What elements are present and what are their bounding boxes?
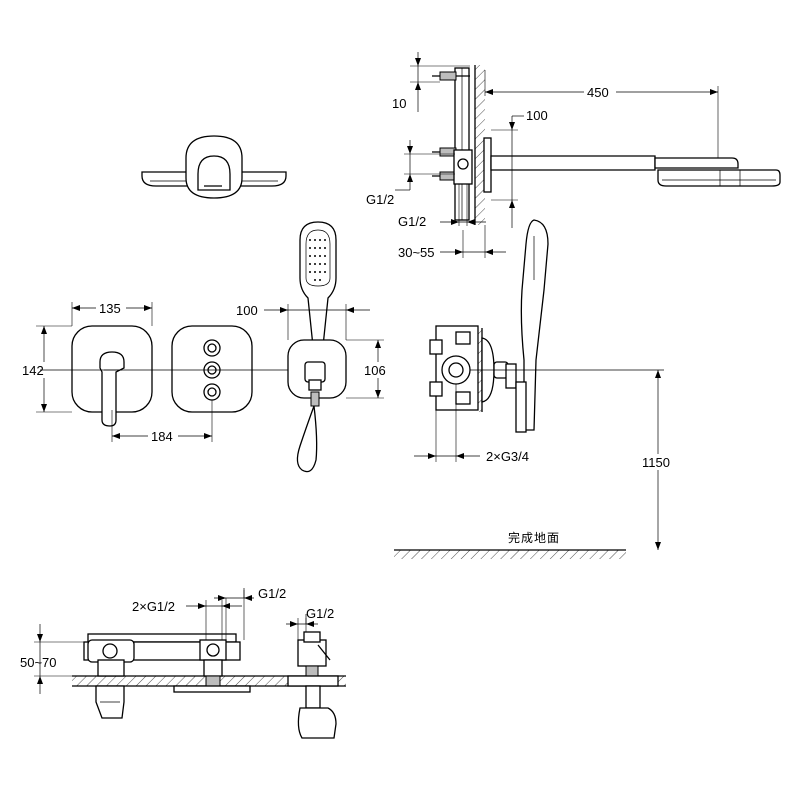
dim-g12-inlet-label: G1/2 bbox=[366, 192, 394, 207]
dimension-106: 106 bbox=[346, 339, 392, 399]
dimension-g12-body: G1/2 bbox=[398, 184, 486, 229]
dimension-10: 10 bbox=[392, 52, 470, 112]
diverter-button-plate bbox=[171, 325, 253, 413]
dimension-2xg34: 2×G3/4 bbox=[414, 384, 529, 464]
dimension-184: 184 bbox=[111, 400, 213, 444]
dimension-g12-bottom-a: G1/2 bbox=[214, 586, 286, 640]
dim-100-top-label: 100 bbox=[526, 108, 548, 123]
dimension-450: 450 bbox=[484, 70, 719, 158]
hand-shower-front bbox=[287, 221, 347, 473]
dimension-g12-bottom-b: G1/2 bbox=[286, 606, 334, 640]
dim-135-label: 135 bbox=[99, 301, 121, 316]
dim-100-mid-label: 100 bbox=[236, 303, 258, 318]
dim-106-label: 106 bbox=[364, 363, 386, 378]
dim-2xg34-label: 2×G3/4 bbox=[486, 449, 529, 464]
dim-1150-label: 1150 bbox=[642, 455, 670, 470]
dimension-30-55: 30~55 bbox=[398, 225, 506, 260]
dim-450-label: 450 bbox=[587, 85, 609, 100]
dimension-1150: 1150 bbox=[640, 370, 680, 550]
dim-30-55-label: 30~55 bbox=[398, 245, 435, 260]
dimension-100-mid: 100 bbox=[236, 303, 370, 340]
spray-nozzles bbox=[309, 239, 326, 281]
dim-50-70-label: 50~70 bbox=[20, 655, 57, 670]
finished-floor: 完成地面 bbox=[394, 530, 626, 559]
deck-installation-side-view bbox=[72, 631, 346, 739]
dim-184-label: 184 bbox=[151, 429, 173, 444]
dim-10-label: 10 bbox=[392, 96, 406, 111]
dimension-142: 142 bbox=[20, 325, 72, 413]
dim-g12-bottom-b-label: G1/2 bbox=[306, 606, 334, 621]
concealed-valve-side-view bbox=[429, 219, 549, 433]
dim-g12-body-label: G1/2 bbox=[398, 214, 426, 229]
floor-label: 完成地面 bbox=[508, 530, 560, 545]
dim-2xg12-label: 2×G1/2 bbox=[132, 599, 175, 614]
dimension-50-70: 50~70 bbox=[20, 624, 86, 694]
dim-g12-bottom-a-label: G1/2 bbox=[258, 586, 286, 601]
dimension-100-top: 100 bbox=[491, 108, 548, 228]
dim-142-label: 142 bbox=[22, 363, 44, 378]
dimension-135: 135 bbox=[71, 300, 153, 326]
dimension-2xg12: 2×G1/2 bbox=[132, 599, 242, 640]
dimension-g12-inlet: G1/2 bbox=[366, 140, 455, 207]
shower-head-top-view bbox=[141, 135, 287, 199]
shower-arm-side-view bbox=[432, 65, 781, 225]
